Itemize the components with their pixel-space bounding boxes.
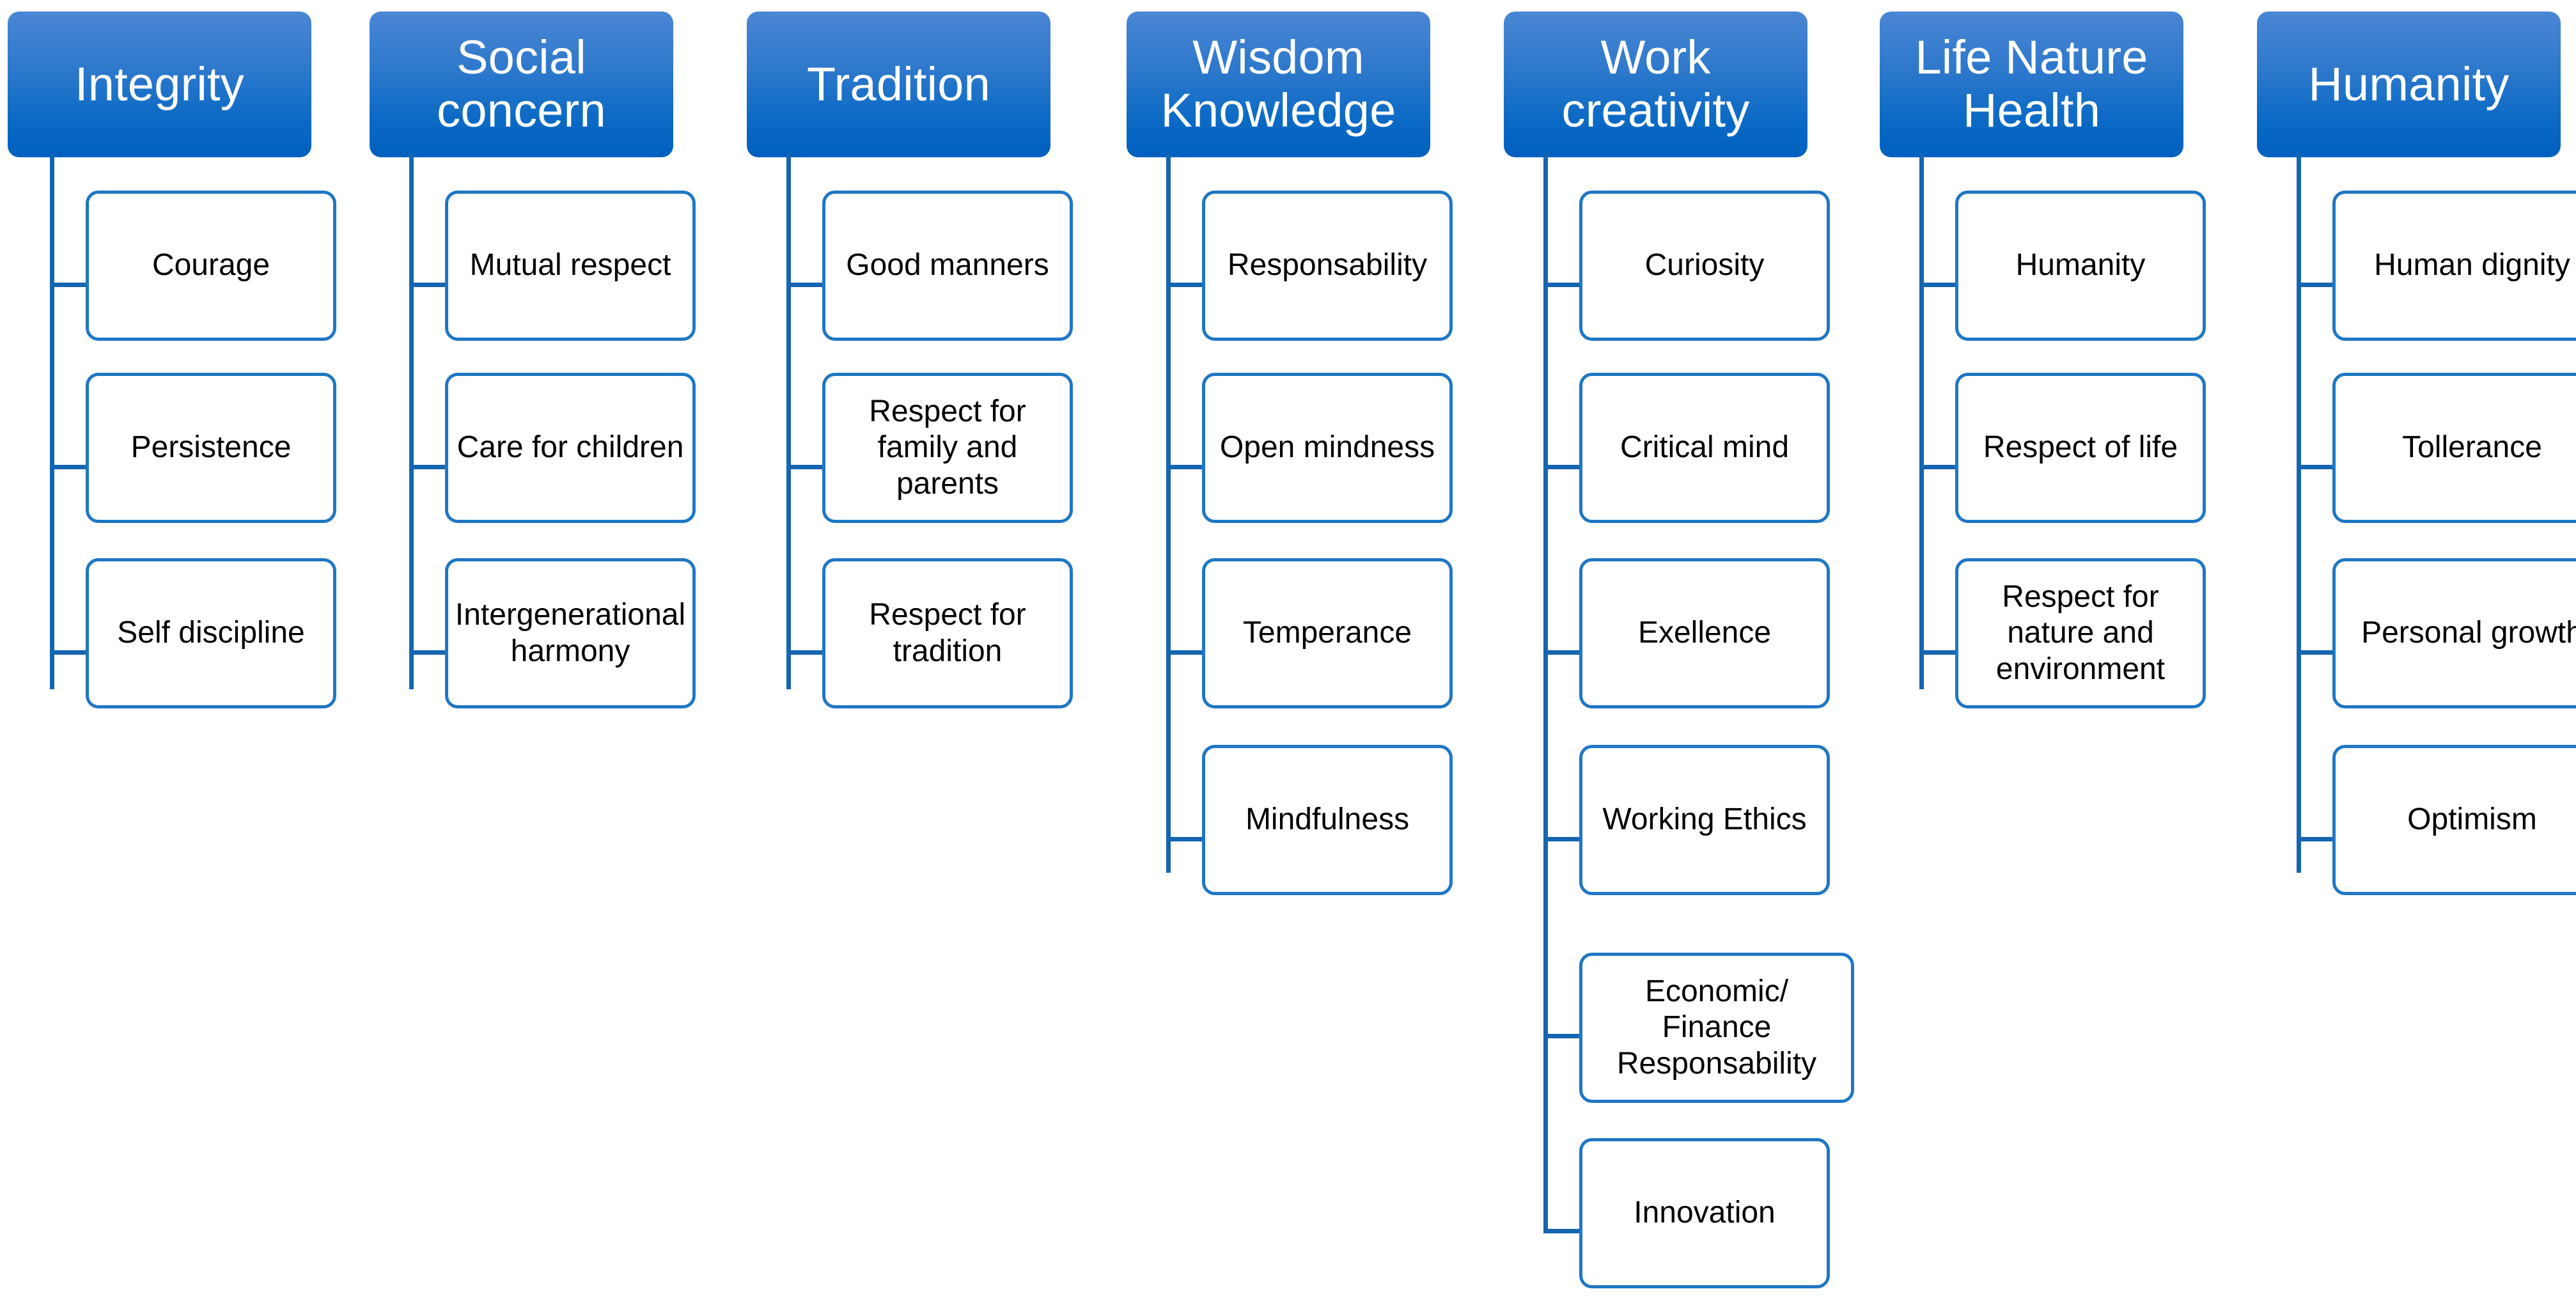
connector-branch-work-creativity-4 bbox=[1543, 1034, 1582, 1038]
connector-trunk-life-nature-health bbox=[1919, 153, 1924, 689]
value-box-tradition-2[interactable]: Respect for tradition bbox=[822, 558, 1073, 708]
value-box-wisdom-knowledge-1[interactable]: Open mindness bbox=[1202, 373, 1453, 523]
category-header-life-nature-health[interactable]: Life Nature Health bbox=[1880, 12, 2183, 157]
value-box-humanity-1[interactable]: Tollerance bbox=[2332, 373, 2576, 523]
connector-branch-wisdom-knowledge-0 bbox=[1166, 283, 1205, 287]
value-box-tradition-1[interactable]: Respect for family and parents bbox=[822, 373, 1073, 523]
value-box-humanity-0[interactable]: Human dignity bbox=[2332, 191, 2576, 341]
value-box-work-creativity-5[interactable]: Innovation bbox=[1579, 1138, 1830, 1288]
value-box-wisdom-knowledge-2[interactable]: Temperance bbox=[1202, 558, 1453, 708]
connector-branch-integrity-1 bbox=[50, 465, 88, 469]
value-box-integrity-1[interactable]: Persistence bbox=[86, 373, 336, 523]
value-box-life-nature-health-1[interactable]: Respect of life bbox=[1955, 373, 2206, 523]
connector-trunk-humanity bbox=[2297, 153, 2301, 873]
connector-branch-wisdom-knowledge-1 bbox=[1166, 465, 1205, 469]
connector-branch-tradition-2 bbox=[786, 650, 825, 655]
value-box-integrity-0[interactable]: Courage bbox=[86, 191, 336, 341]
value-box-wisdom-knowledge-0[interactable]: Responsability bbox=[1202, 191, 1453, 341]
connector-branch-social-concern-1 bbox=[409, 465, 448, 469]
category-header-integrity[interactable]: Integrity bbox=[8, 12, 311, 157]
connector-branch-life-nature-health-1 bbox=[1919, 465, 1958, 469]
category-header-wisdom-knowledge[interactable]: Wisdom Knowledge bbox=[1127, 12, 1430, 157]
value-box-work-creativity-1[interactable]: Critical mind bbox=[1579, 373, 1830, 523]
connector-branch-social-concern-2 bbox=[409, 650, 448, 655]
value-box-social-concern-2[interactable]: Intergenerational harmony bbox=[445, 558, 696, 708]
value-box-work-creativity-3[interactable]: Working Ethics bbox=[1579, 745, 1830, 895]
connector-branch-humanity-3 bbox=[2297, 837, 2335, 841]
connector-branch-humanity-1 bbox=[2297, 465, 2335, 469]
category-header-social-concern[interactable]: Social concern bbox=[370, 12, 673, 157]
connector-branch-humanity-0 bbox=[2297, 283, 2335, 287]
connector-branch-work-creativity-5 bbox=[1543, 1229, 1582, 1233]
connector-branch-social-concern-0 bbox=[409, 283, 448, 287]
connector-branch-integrity-0 bbox=[50, 283, 88, 287]
value-box-work-creativity-4[interactable]: Economic/ Finance Responsability bbox=[1579, 953, 1854, 1103]
connector-branch-wisdom-knowledge-3 bbox=[1166, 837, 1205, 841]
value-box-humanity-2[interactable]: Personal growth bbox=[2332, 558, 2576, 708]
connector-branch-life-nature-health-0 bbox=[1919, 283, 1958, 287]
connector-trunk-tradition bbox=[786, 153, 791, 689]
connector-trunk-wisdom-knowledge bbox=[1166, 153, 1171, 873]
connector-trunk-integrity bbox=[50, 153, 54, 689]
connector-branch-work-creativity-1 bbox=[1543, 465, 1582, 469]
value-box-wisdom-knowledge-3[interactable]: Mindfulness bbox=[1202, 745, 1453, 895]
connector-branch-work-creativity-0 bbox=[1543, 283, 1582, 287]
connector-branch-tradition-1 bbox=[786, 465, 825, 469]
connector-branch-tradition-0 bbox=[786, 283, 825, 287]
connector-branch-integrity-2 bbox=[50, 650, 88, 655]
connector-trunk-work-creativity bbox=[1543, 153, 1548, 1231]
value-box-life-nature-health-0[interactable]: Humanity bbox=[1955, 191, 2206, 341]
category-header-work-creativity[interactable]: Work creativity bbox=[1504, 12, 1807, 157]
value-box-work-creativity-2[interactable]: Exellence bbox=[1579, 558, 1830, 708]
value-box-tradition-0[interactable]: Good manners bbox=[822, 191, 1073, 341]
connector-trunk-social-concern bbox=[409, 153, 414, 689]
value-box-life-nature-health-2[interactable]: Respect for nature and environment bbox=[1955, 558, 2206, 708]
connector-branch-humanity-2 bbox=[2297, 650, 2335, 655]
value-box-social-concern-1[interactable]: Care for children bbox=[445, 373, 696, 523]
value-box-social-concern-0[interactable]: Mutual respect bbox=[445, 191, 696, 341]
value-box-humanity-3[interactable]: Optimism bbox=[2332, 745, 2576, 895]
category-header-humanity[interactable]: Humanity bbox=[2257, 12, 2561, 157]
value-box-integrity-2[interactable]: Self discipline bbox=[86, 558, 336, 708]
connector-branch-work-creativity-3 bbox=[1543, 837, 1582, 841]
category-header-tradition[interactable]: Tradition bbox=[747, 12, 1050, 157]
connector-branch-life-nature-health-2 bbox=[1919, 650, 1958, 655]
connector-branch-wisdom-knowledge-2 bbox=[1166, 650, 1205, 655]
connector-branch-work-creativity-2 bbox=[1543, 650, 1582, 655]
value-box-work-creativity-0[interactable]: Curiosity bbox=[1579, 191, 1830, 341]
